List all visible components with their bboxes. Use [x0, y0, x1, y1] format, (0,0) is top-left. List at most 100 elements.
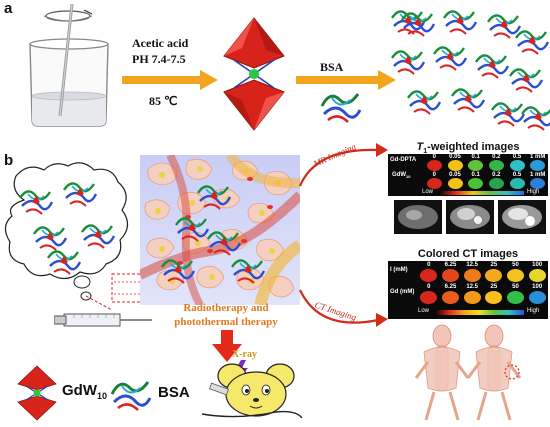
- tumor-tissue-illustration: [140, 155, 300, 305]
- phantom-dot: [463, 291, 481, 304]
- t1-row2-label-sub: 10: [406, 174, 411, 180]
- phantom-dot: [530, 178, 546, 189]
- phantom-dot: [442, 269, 459, 282]
- phantom-dot: [463, 269, 481, 282]
- concentration-label: 0.1: [471, 172, 480, 178]
- concentration-label: 0.05: [449, 172, 461, 178]
- concentration-label: 0.2: [492, 154, 501, 160]
- t1-title: T1-weighted images: [388, 141, 548, 155]
- ct-dots-row1: [418, 269, 548, 283]
- concentration-label: 25: [490, 262, 498, 268]
- panel-a-letter: a: [4, 0, 13, 17]
- concentration-label: 0.5: [512, 154, 522, 160]
- phantom-dot: [442, 291, 459, 304]
- concentration-label: 12.5: [466, 284, 478, 290]
- ct-concentration-row2: 0 6.25 12.5 25 50 100: [418, 284, 548, 291]
- phantom-dot: [528, 269, 546, 282]
- concentration-label: 12.5: [466, 262, 478, 268]
- phantom-dot: [426, 178, 442, 189]
- phantom-dot: [426, 160, 442, 171]
- concentration-label: 50: [512, 262, 519, 268]
- phantom-dot: [507, 291, 524, 304]
- concentration-label: 0: [432, 172, 436, 178]
- legend-gdw10-icon: [17, 365, 57, 421]
- phantom-dot: [509, 160, 525, 171]
- concentration-label: 0.2: [492, 172, 501, 178]
- therapy-label-line1: Radiotherapy and: [183, 302, 269, 314]
- ct-row1-label: I (mM): [390, 267, 408, 273]
- xray-label: X-ray: [232, 349, 257, 360]
- condition-ph: PH 7.4-7.5: [132, 52, 186, 66]
- phantom-dot: [507, 269, 524, 282]
- concentration-label: 1 mM: [529, 172, 546, 178]
- ct-concentration-row1: 0 6.25 12.5 25 50 100: [418, 262, 548, 269]
- phantom-dot: [447, 178, 463, 189]
- phantom-dot: [447, 160, 463, 171]
- phantom-dot: [485, 291, 503, 304]
- syringe-icon: [54, 313, 152, 327]
- panel-b-letter: b: [4, 152, 14, 169]
- t1-row1-label: Gd-DPTA: [390, 157, 417, 163]
- legend-gdw10-label: GdW10: [62, 382, 107, 401]
- legend-bsa-label: BSA: [158, 384, 190, 401]
- t1-title-sub: 1: [423, 148, 428, 156]
- legend-gdw10-subscript: 10: [97, 391, 108, 401]
- t1-row2-label: GdW10: [392, 172, 410, 179]
- mouse-cartoon-icon: [201, 363, 303, 419]
- mr-arrow-icon: [298, 143, 388, 187]
- legend-bsa-icon: [110, 381, 152, 411]
- ct-low-label: Low: [418, 308, 430, 314]
- ct-dots-row2: [418, 291, 548, 305]
- ct-arrow-icon: [299, 289, 388, 327]
- t1-high-label: High: [527, 189, 540, 195]
- thought-cloud-icon: [4, 162, 129, 310]
- bsa-step-label: BSA: [320, 60, 344, 74]
- concentration-label: 0.5: [512, 172, 522, 178]
- arrow-step-1-icon: [122, 70, 218, 90]
- concentration-label: 1 mM: [529, 154, 546, 160]
- concentration-label: 0: [427, 284, 431, 290]
- t1-title-rest: -weighted images: [427, 141, 520, 153]
- t1-row2-label-text: GdW: [392, 172, 406, 178]
- t1-title-t: T: [416, 141, 424, 153]
- ct-phantom-panel: I (mM) Gd (mM) 0 6.25 12.5 25 50 100 0 6.25 12.…: [388, 261, 548, 319]
- bsa-protein-icon: [320, 93, 362, 123]
- concentration-label: 100: [532, 262, 543, 268]
- t1-phantom-panel: Gd-DPTA GdW10 0 0.05 0.1 0.2 0.5 1 mM 0 0.05 0.…: [388, 154, 548, 196]
- phantom-dot: [488, 160, 504, 171]
- concentration-label: 25: [490, 284, 498, 290]
- phantom-dot: [468, 160, 484, 171]
- t1-concentration-row2: 0 0.05 0.1 0.2 0.5 1 mM: [424, 172, 548, 179]
- condition-temperature: 85 ℃: [149, 94, 178, 108]
- t1-colorbar: [438, 191, 524, 195]
- concentration-label: 0: [432, 154, 436, 160]
- t1-dots-row2: [424, 178, 548, 190]
- concentration-label: 0: [427, 262, 431, 268]
- gdw10-cluster-icon: [223, 17, 285, 131]
- ct-high-label: High: [527, 308, 540, 314]
- phantom-dot: [528, 291, 546, 304]
- concentration-label: 6.25: [444, 262, 457, 268]
- mr-slice-images: [394, 200, 546, 234]
- t1-concentration-row1: 0 0.05 0.1 0.2 0.5 1 mM: [424, 154, 548, 161]
- ct-colorbar: [434, 310, 524, 315]
- gdw10-bsa-nanoparticles-icon: [390, 10, 550, 132]
- phantom-dot: [509, 178, 525, 189]
- phantom-dot: [420, 291, 438, 304]
- concentration-label: 6.25: [444, 284, 457, 290]
- phantom-dot: [530, 160, 546, 171]
- beaker-illustration: [29, 3, 109, 127]
- injection-site-icon: [111, 273, 143, 303]
- concentration-label: 0.05: [449, 154, 461, 160]
- t1-dots-row1: [424, 160, 548, 172]
- phantom-dot: [468, 178, 484, 189]
- therapy-label-line2: photothermal therapy: [174, 316, 278, 328]
- concentration-label: 100: [532, 284, 543, 290]
- ct-row2-label: Gd (mM): [390, 289, 415, 295]
- phantom-dot: [420, 269, 438, 282]
- concentration-label: 50: [512, 284, 519, 290]
- phantom-dot: [485, 269, 503, 282]
- legend-gdw10-text: GdW: [62, 382, 97, 399]
- concentration-label: 0.1: [471, 154, 480, 160]
- condition-acetic-acid: Acetic acid: [132, 36, 189, 50]
